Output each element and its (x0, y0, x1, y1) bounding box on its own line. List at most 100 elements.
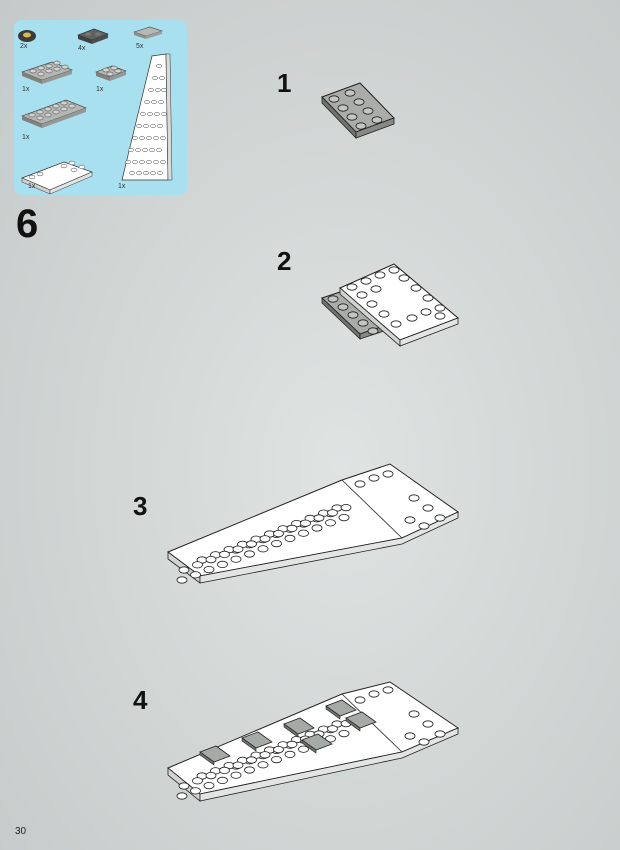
stud (246, 756, 257, 764)
stud (404, 516, 416, 524)
stud (257, 751, 269, 760)
stud (340, 719, 352, 728)
stud (368, 690, 380, 698)
stud (338, 729, 350, 738)
stud (311, 740, 323, 748)
stud (232, 545, 244, 553)
stud (259, 535, 271, 543)
grey-tiles (199, 699, 377, 766)
round-dish-part (18, 30, 36, 42)
stud (318, 509, 329, 517)
grey-tile-side (325, 705, 341, 720)
stud (277, 741, 289, 749)
white-wedge-plate-part (21, 160, 93, 195)
stud (298, 529, 309, 537)
stud (311, 515, 323, 523)
stud (382, 686, 394, 694)
parts-illustrations (18, 26, 173, 195)
grey-tile-side (283, 723, 299, 738)
qty-white-wing: 1x (118, 183, 126, 190)
stud (298, 736, 309, 744)
stud (311, 731, 323, 739)
white-wing-assembly (166, 463, 459, 584)
stud (196, 772, 208, 780)
stud (291, 519, 302, 528)
stud (284, 534, 296, 543)
stud (325, 519, 336, 527)
stud (382, 470, 394, 478)
stud (250, 535, 262, 543)
stud (264, 746, 275, 754)
stud (271, 755, 282, 764)
grey-plate-2x2-part (95, 65, 127, 81)
qty-grey-plate-2x2: 1x (96, 86, 104, 93)
grey-tile-side (345, 717, 361, 732)
stud (304, 730, 316, 739)
stud (196, 556, 208, 564)
stud (257, 545, 269, 553)
stud (422, 720, 434, 728)
grey-tile (301, 733, 333, 751)
sub-step-2-label: 2 (277, 246, 292, 276)
stud (422, 504, 434, 512)
qty-dark-plate: 4x (78, 45, 86, 52)
stud (298, 520, 309, 528)
stud (291, 735, 302, 744)
stud (271, 539, 282, 548)
stud (217, 776, 228, 785)
white-wedge-plate-model (339, 263, 459, 347)
stud (338, 513, 350, 522)
stud (368, 474, 380, 482)
stud (244, 550, 255, 558)
stud (230, 555, 242, 563)
white-wing-plate-part (121, 53, 173, 181)
stud (284, 525, 296, 533)
grey-plate-2x4-model (321, 82, 395, 139)
stud (277, 525, 289, 533)
stud (223, 761, 235, 770)
stud (418, 522, 430, 530)
parts-list-box: 2x 4x 5x 1x 1x 1x 1x 1x (14, 20, 187, 195)
stud (232, 761, 244, 769)
stud (217, 560, 228, 569)
stud (408, 494, 420, 502)
stud (311, 524, 323, 532)
stud (331, 504, 343, 512)
stud (190, 571, 201, 579)
stud (210, 551, 221, 559)
stud (298, 745, 309, 753)
stud (178, 782, 190, 790)
stud (331, 720, 343, 728)
stud (178, 566, 190, 574)
stud (284, 741, 296, 749)
stud (237, 756, 248, 765)
stud (340, 503, 352, 512)
stud (354, 480, 366, 488)
grey-tile (241, 731, 273, 749)
stud (325, 725, 336, 734)
stud (327, 725, 338, 733)
stud (325, 735, 336, 743)
stud (230, 762, 242, 770)
stud (259, 751, 271, 759)
stud (313, 730, 325, 738)
stud (257, 761, 269, 769)
stud (327, 509, 338, 517)
stud (273, 745, 284, 754)
wing-studs (176, 686, 446, 800)
stud (418, 738, 430, 746)
stud (237, 540, 248, 549)
stud (244, 541, 255, 549)
grey-tile-side (241, 737, 257, 752)
qty-grey-plate-2x4: 1x (22, 86, 30, 93)
sub-step-1-label: 1 (277, 68, 292, 98)
stud (219, 766, 230, 775)
grey-tile (283, 717, 315, 735)
stud (192, 561, 203, 569)
stud (190, 787, 201, 795)
stud (304, 514, 316, 523)
stud (223, 545, 235, 554)
stud (205, 555, 217, 564)
stud (257, 535, 269, 544)
qty-grey-plate-2x6: 1x (22, 134, 30, 141)
